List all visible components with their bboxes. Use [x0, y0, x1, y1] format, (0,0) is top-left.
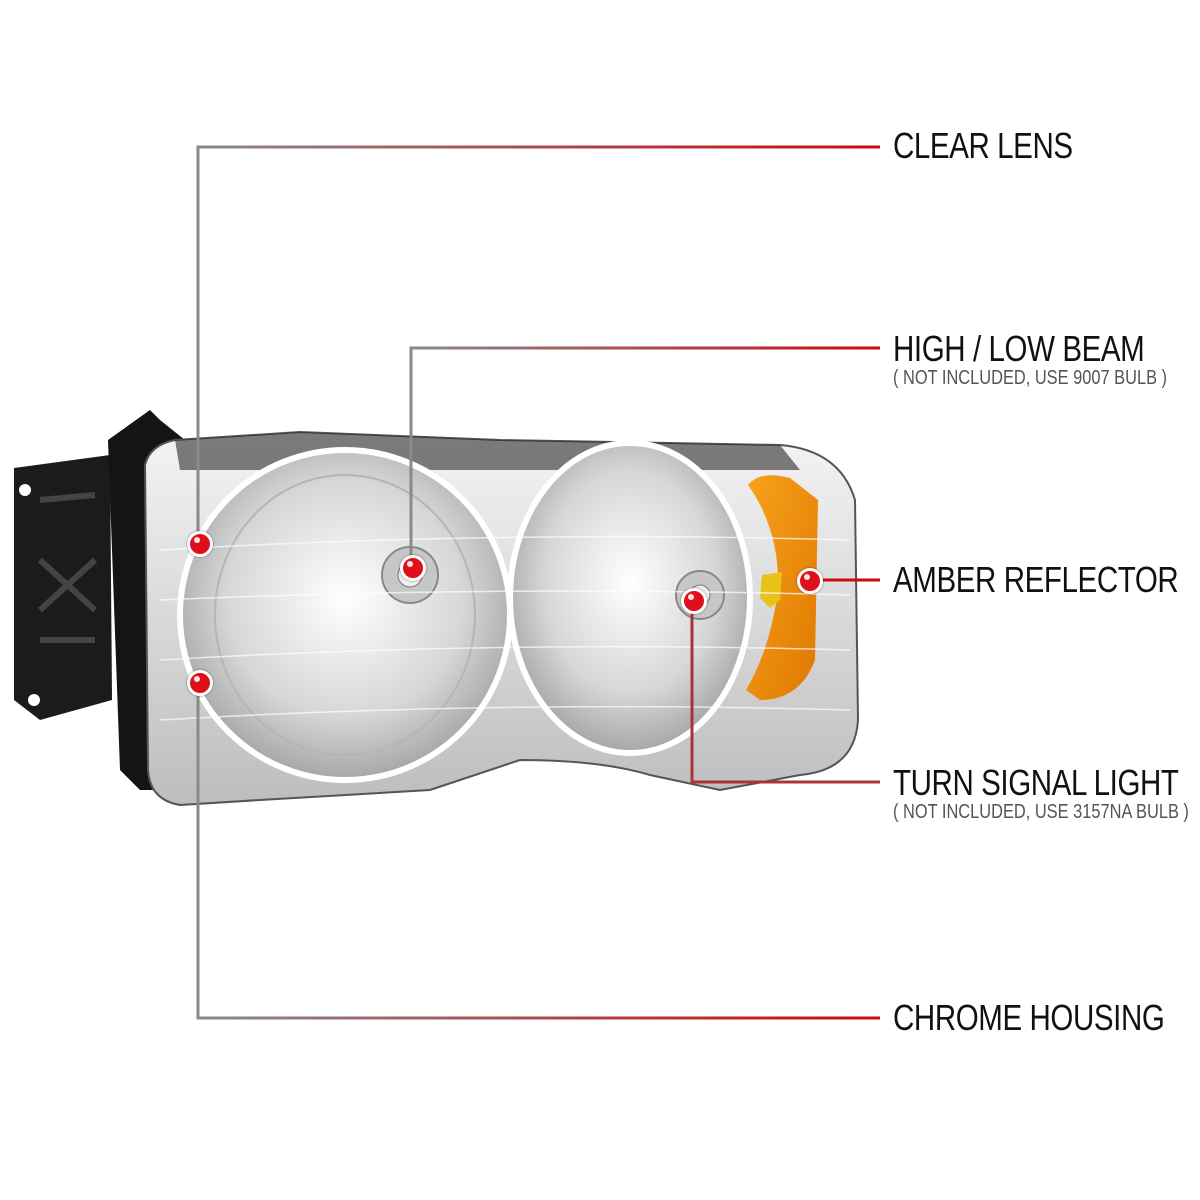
callout-title: CLEAR LENS [893, 125, 1073, 166]
callout-clear-lens: CLEAR LENS [893, 127, 1073, 165]
callout-dot-high-low-beam[interactable] [400, 555, 426, 581]
high-beam-reflector [507, 440, 753, 756]
callout-amber-reflector: AMBER REFLECTOR [893, 559, 1179, 600]
callout-title: HIGH / LOW BEAM [893, 328, 1145, 369]
callout-high-low-beam: HIGH / LOW BEAM ( NOT INCLUDED, USE 9007… [893, 328, 1168, 389]
callout-chrome-housing: CHROME HOUSING [893, 997, 1165, 1038]
callout-turn-signal-light: TURN SIGNAL LIGHT ( NOT INCLUDED, USE 31… [893, 762, 1189, 823]
callout-dot-turn-signal[interactable] [681, 588, 707, 614]
low-beam-reflector [177, 447, 513, 783]
callout-title: TURN SIGNAL LIGHT [893, 762, 1179, 803]
amber-reflector-shape [746, 475, 818, 700]
leader-lines [196, 145, 880, 1020]
callout-subtitle: ( NOT INCLUDED, USE 9007 BULB ) [893, 367, 1168, 389]
callout-title: CHROME HOUSING [893, 997, 1165, 1038]
callout-subtitle: ( NOT INCLUDED, USE 3157NA BULB ) [893, 801, 1189, 823]
callout-dot-clear-lens[interactable] [187, 531, 213, 557]
callout-dot-chrome-housing[interactable] [187, 670, 213, 696]
callout-dot-amber-reflector[interactable] [797, 568, 823, 594]
callout-title: AMBER REFLECTOR [893, 559, 1179, 600]
